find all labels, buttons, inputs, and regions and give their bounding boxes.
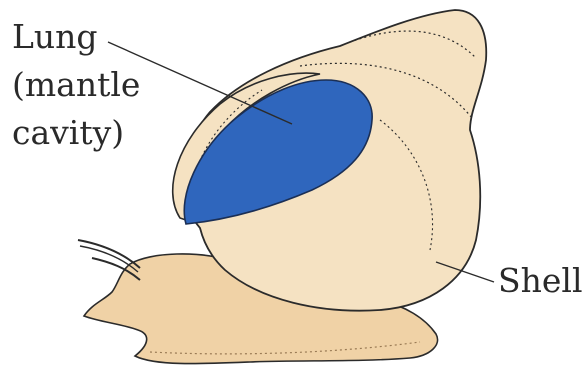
shell-label: Shell xyxy=(498,262,583,300)
cavity-label: cavity) xyxy=(12,114,124,152)
mantle-label: (mantle xyxy=(12,66,140,104)
lung-label: Lung xyxy=(12,18,98,56)
